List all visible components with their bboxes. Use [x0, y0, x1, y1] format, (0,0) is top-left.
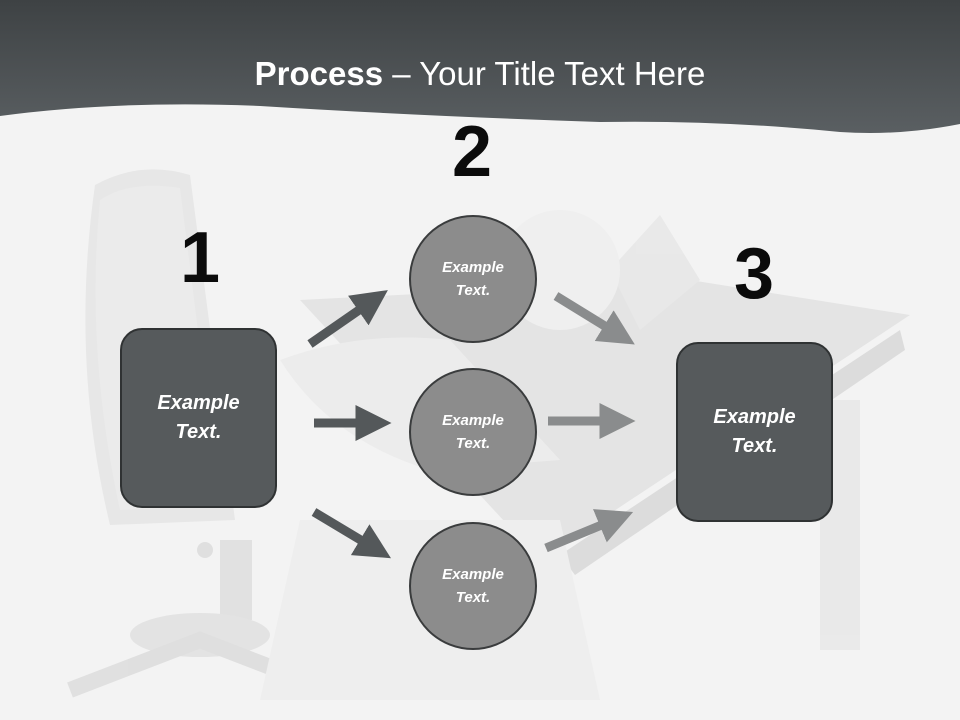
step-3-text: Example Text.	[713, 406, 796, 457]
step-2-circle-1: Example Text.	[409, 215, 537, 343]
step-1-number: 1	[179, 218, 221, 298]
title-rest: – Your Title Text Here	[383, 55, 706, 92]
step-2-circle-3-text: Example Text.	[442, 566, 504, 606]
step-3-number: 3	[733, 234, 775, 314]
page-title: Process – Your Title Text Here	[0, 52, 960, 96]
step-1-text: Example Text.	[157, 392, 240, 443]
step-2-circle-3: Example Text.	[409, 522, 537, 650]
step-2-circle-2: Example Text.	[409, 368, 537, 496]
title-bold: Process	[254, 55, 384, 92]
step-3-box: Example Text.	[676, 342, 833, 522]
step-1-box: Example Text.	[120, 328, 277, 508]
header-band	[0, 0, 960, 133]
step-2-number: 2	[451, 112, 493, 192]
step-2-circle-1-text: Example Text.	[442, 259, 504, 299]
step-2-circle-2-text: Example Text.	[442, 412, 504, 452]
